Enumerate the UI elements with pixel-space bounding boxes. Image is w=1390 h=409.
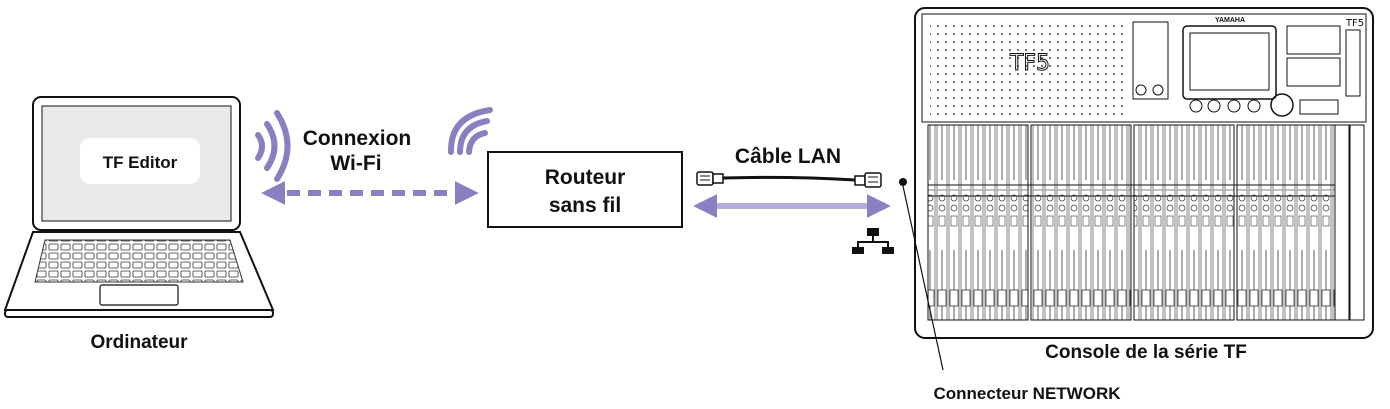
network-port-icon [852,228,894,254]
console-model-front: TF5 [1009,51,1050,76]
console-brand: YAMAHA [1215,17,1245,24]
console-icon: TF5 YAMAHA TF5 [914,7,1374,339]
network-connector-dot [899,178,907,186]
console-label: Console de la série TF [1045,342,1247,363]
wifi-label-line2: Wi-Fi [330,152,381,175]
cable-label: Câble LAN [735,145,841,168]
router-box [487,151,683,228]
console-model-side: TF5 [1345,18,1364,29]
wifi-waves-icon [447,107,493,155]
lan-cable [722,175,856,182]
app-label: TF Editor [103,153,178,172]
computer-label: Ordinateur [90,332,188,353]
router-label-line1: Routeur [545,166,626,189]
lan-plug-icon [696,171,724,186]
router-label-line2: sans fil [549,194,621,217]
wifi-label-line1: Connexion [303,127,412,150]
wifi-waves-icon [255,110,291,182]
app-label-box: TF Editor [80,138,200,184]
lan-plug-icon [854,172,882,188]
laptop-icon [3,96,275,318]
connector-leader-line [902,185,944,371]
connector-label: Connecteur NETWORK [934,384,1122,403]
